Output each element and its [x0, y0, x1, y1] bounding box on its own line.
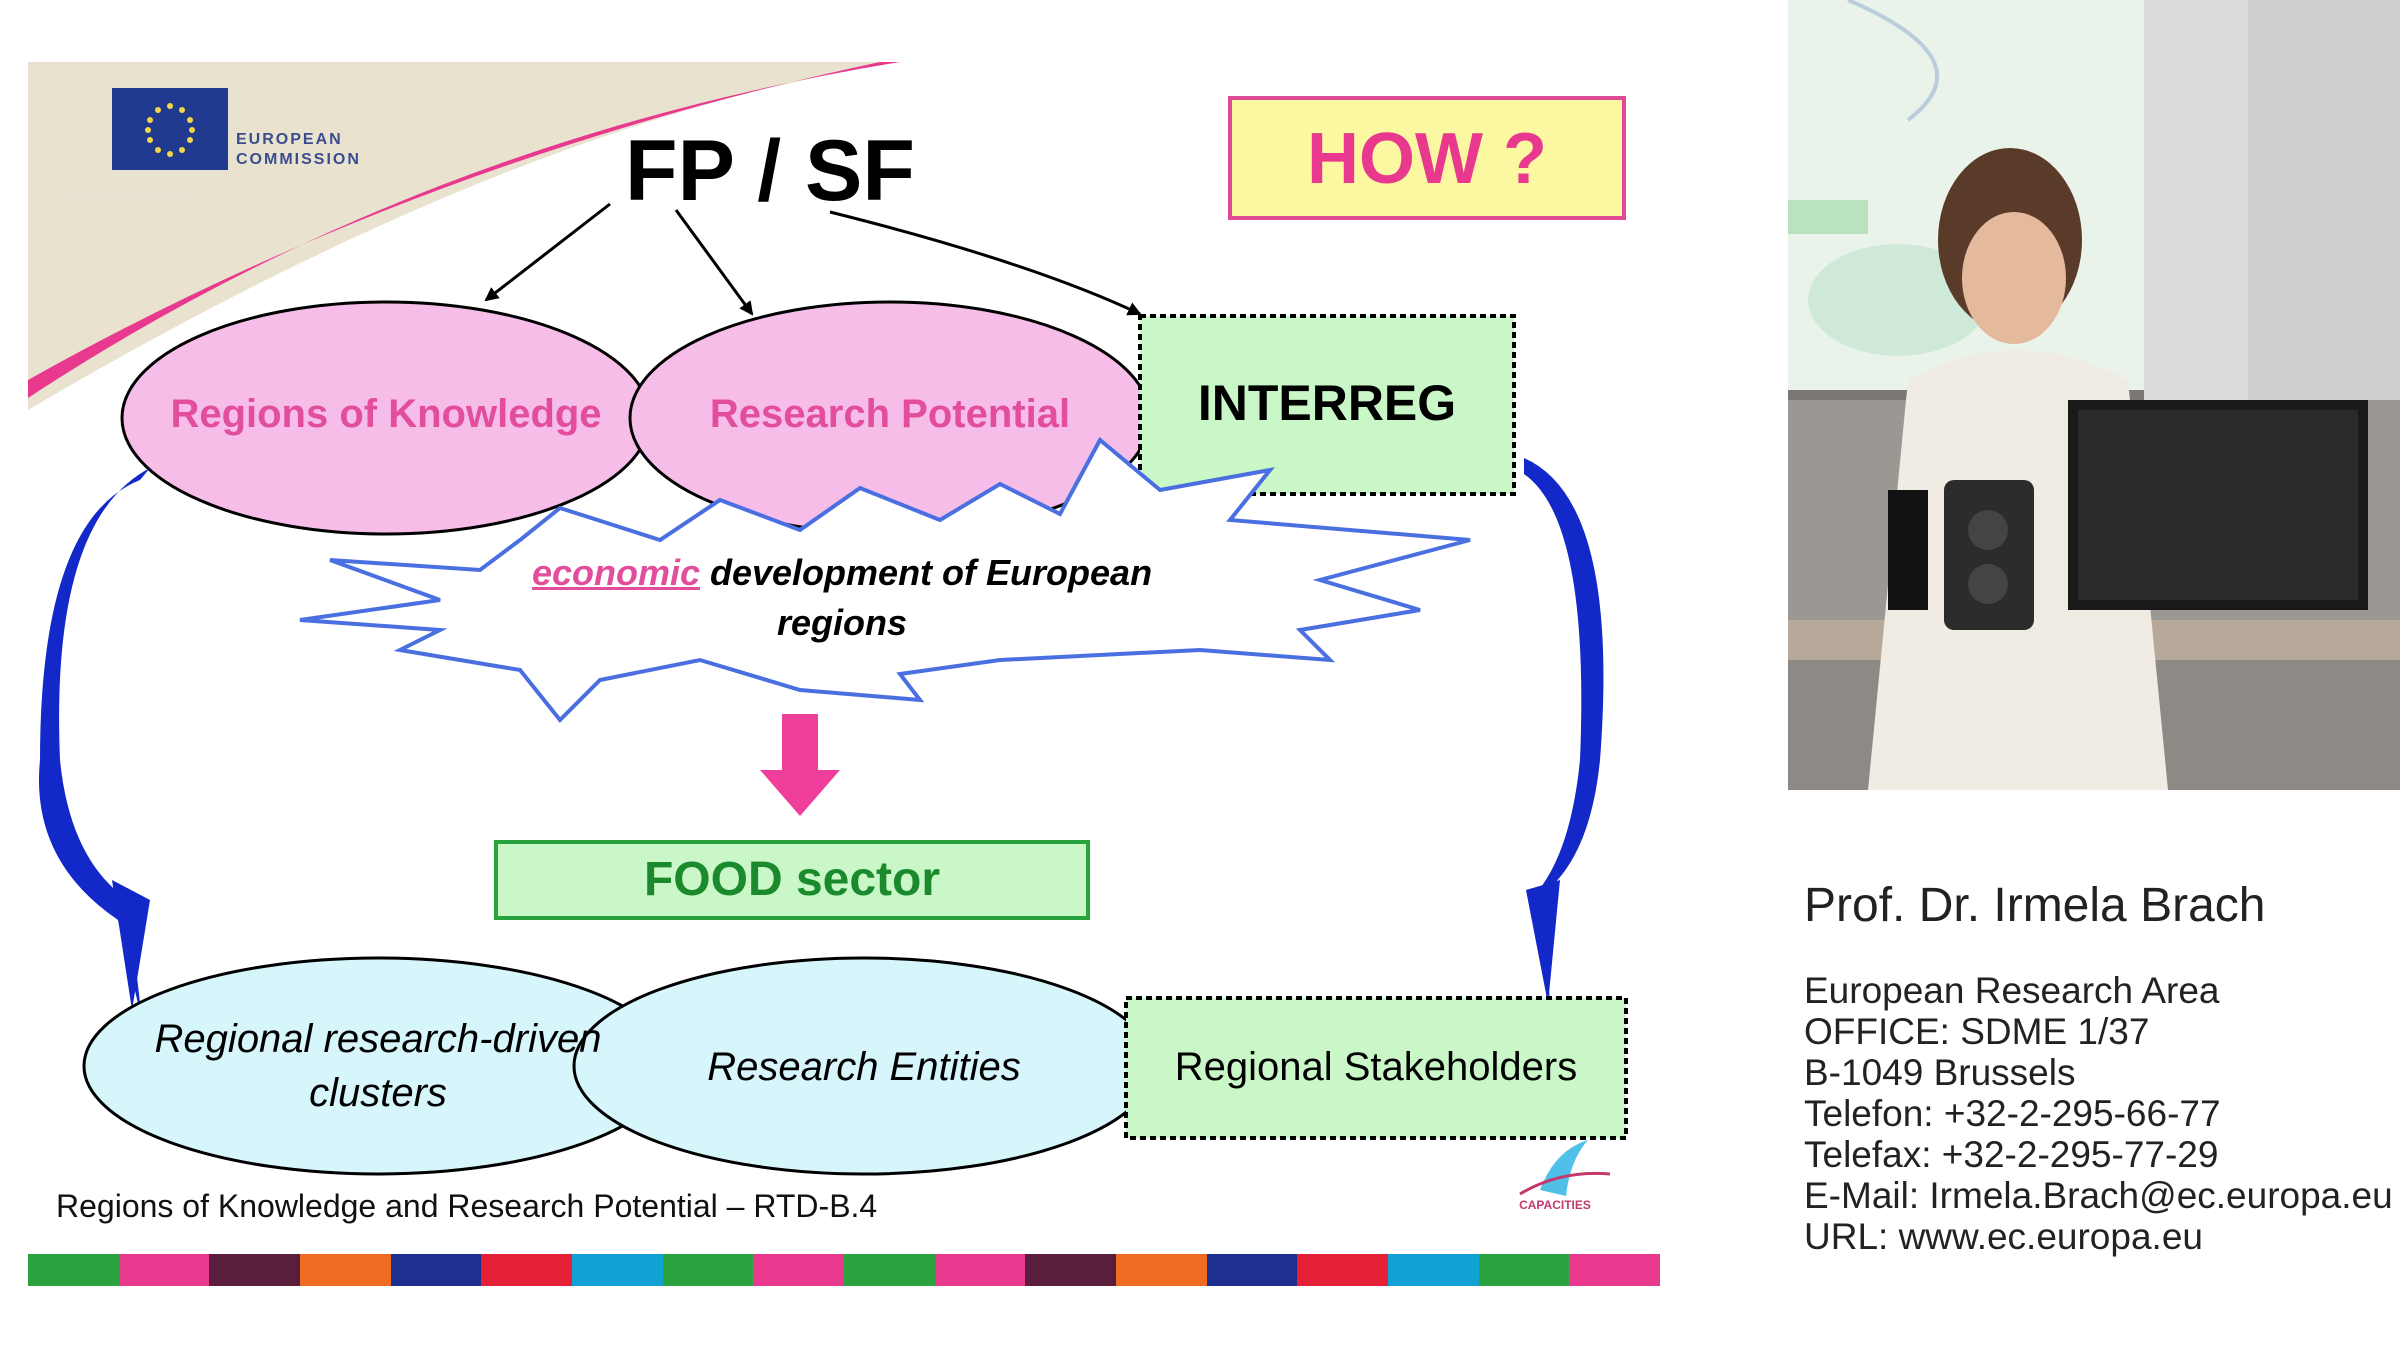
color-bar-segment — [1388, 1254, 1479, 1286]
arrow-title-to-interreg — [829, 210, 1142, 316]
development-text: development of European regions — [710, 552, 1153, 643]
color-bar-segment — [209, 1254, 301, 1286]
speaker-info-line: B-1049 Brussels — [1804, 1052, 2076, 1093]
eu-flag-logo — [112, 88, 228, 170]
economic-highlight: economic — [531, 552, 700, 593]
pink-down-arrow — [760, 714, 840, 816]
food-sector-box: FOOD sector — [494, 840, 1090, 920]
header-beige-band — [28, 62, 900, 410]
color-bar-segment — [662, 1254, 754, 1286]
left-blue-curved-arrow — [38, 468, 150, 1020]
color-bar-segment — [390, 1254, 482, 1286]
speaker-video — [1788, 0, 2400, 790]
slide-footer: Regions of Knowledge and Research Potent… — [56, 1188, 878, 1224]
speaker-name: Prof. Dr. Irmela Brach — [1804, 879, 2266, 932]
interreg-box — [1138, 314, 1516, 496]
speaker-info-line: Telefax: +32-2-295-77-29 — [1804, 1134, 2219, 1175]
economic-development-burst — [299, 436, 1471, 723]
color-bar-segment — [481, 1254, 573, 1286]
right-blue-arrowhead — [1526, 880, 1560, 1004]
color-bar-segment — [118, 1254, 210, 1286]
research-entities-label: Research Entities — [707, 1045, 1021, 1089]
capacities-logo-mark — [1540, 1140, 1588, 1196]
capacities-label: CAPACITIES — [1519, 1198, 1591, 1212]
slide-graphics — [28, 62, 1628, 1196]
regional-clusters-label: Regional research-driven clusters — [154, 1017, 602, 1115]
regional-stakeholders-label: Regional Stakeholders — [1174, 1045, 1578, 1089]
speaker-url: URL: www.ec.europa.eu — [1804, 1216, 2203, 1257]
speaker-video-scene — [1788, 0, 2400, 790]
color-bar-segment — [934, 1254, 1026, 1286]
speaker-info-line: OFFICE: SDME 1/37 — [1804, 1011, 2150, 1052]
color-bar-segment — [1206, 1254, 1298, 1286]
interreg-label: INTERREG — [1197, 375, 1457, 431]
color-bar-segment — [1297, 1254, 1389, 1286]
regional-stakeholders-box — [1124, 996, 1628, 1140]
left-blue-arrowhead — [112, 880, 150, 1010]
color-bar — [28, 1254, 1661, 1286]
speaker-info: Prof. Dr. Irmela Brach European Research… — [1804, 876, 2394, 1257]
slide-title: FP / SF — [625, 123, 915, 219]
presentation-slide: EUROPEAN COMMISSION Community research F… — [28, 62, 1661, 1286]
arrow-title-to-knowledge — [484, 202, 611, 302]
color-bar-segment — [300, 1254, 391, 1286]
color-bar-segment — [28, 1254, 119, 1286]
capacities-logo-swoosh — [1519, 1171, 1611, 1196]
logo-line2: COMMISSION — [236, 151, 361, 168]
burst-text: economic development of European regions — [472, 548, 1212, 648]
color-bar-segment — [572, 1254, 663, 1286]
how-box: HOW ? — [1228, 96, 1626, 220]
color-bar-segment — [1478, 1254, 1570, 1286]
logo-line1: EUROPEAN — [236, 131, 343, 148]
color-bar-segment — [1116, 1254, 1207, 1286]
research-potential-label: Research Potential — [709, 392, 1071, 436]
speaker-email: E-Mail: Irmela.Brach@ec.europa.eu — [1804, 1175, 2393, 1216]
color-bar-segment — [1025, 1254, 1117, 1286]
regions-of-knowledge-label: Regions of Knowledge — [170, 392, 602, 436]
speaker-info-line: Telefon: +32-2-295-66-77 — [1804, 1093, 2221, 1134]
commission-logo-text: EUROPEAN COMMISSION — [236, 130, 376, 170]
color-bar-segment — [844, 1254, 935, 1286]
arrow-title-to-potential — [674, 209, 754, 316]
color-bar-segment — [1569, 1254, 1661, 1286]
speaker-info-line: European Research Area — [1804, 970, 2220, 1011]
eu-stars-icon — [145, 103, 195, 157]
logo-subtitle: Community research — [62, 186, 192, 202]
color-bar-segment — [753, 1254, 845, 1286]
right-blue-curved-arrow — [1524, 458, 1604, 1000]
